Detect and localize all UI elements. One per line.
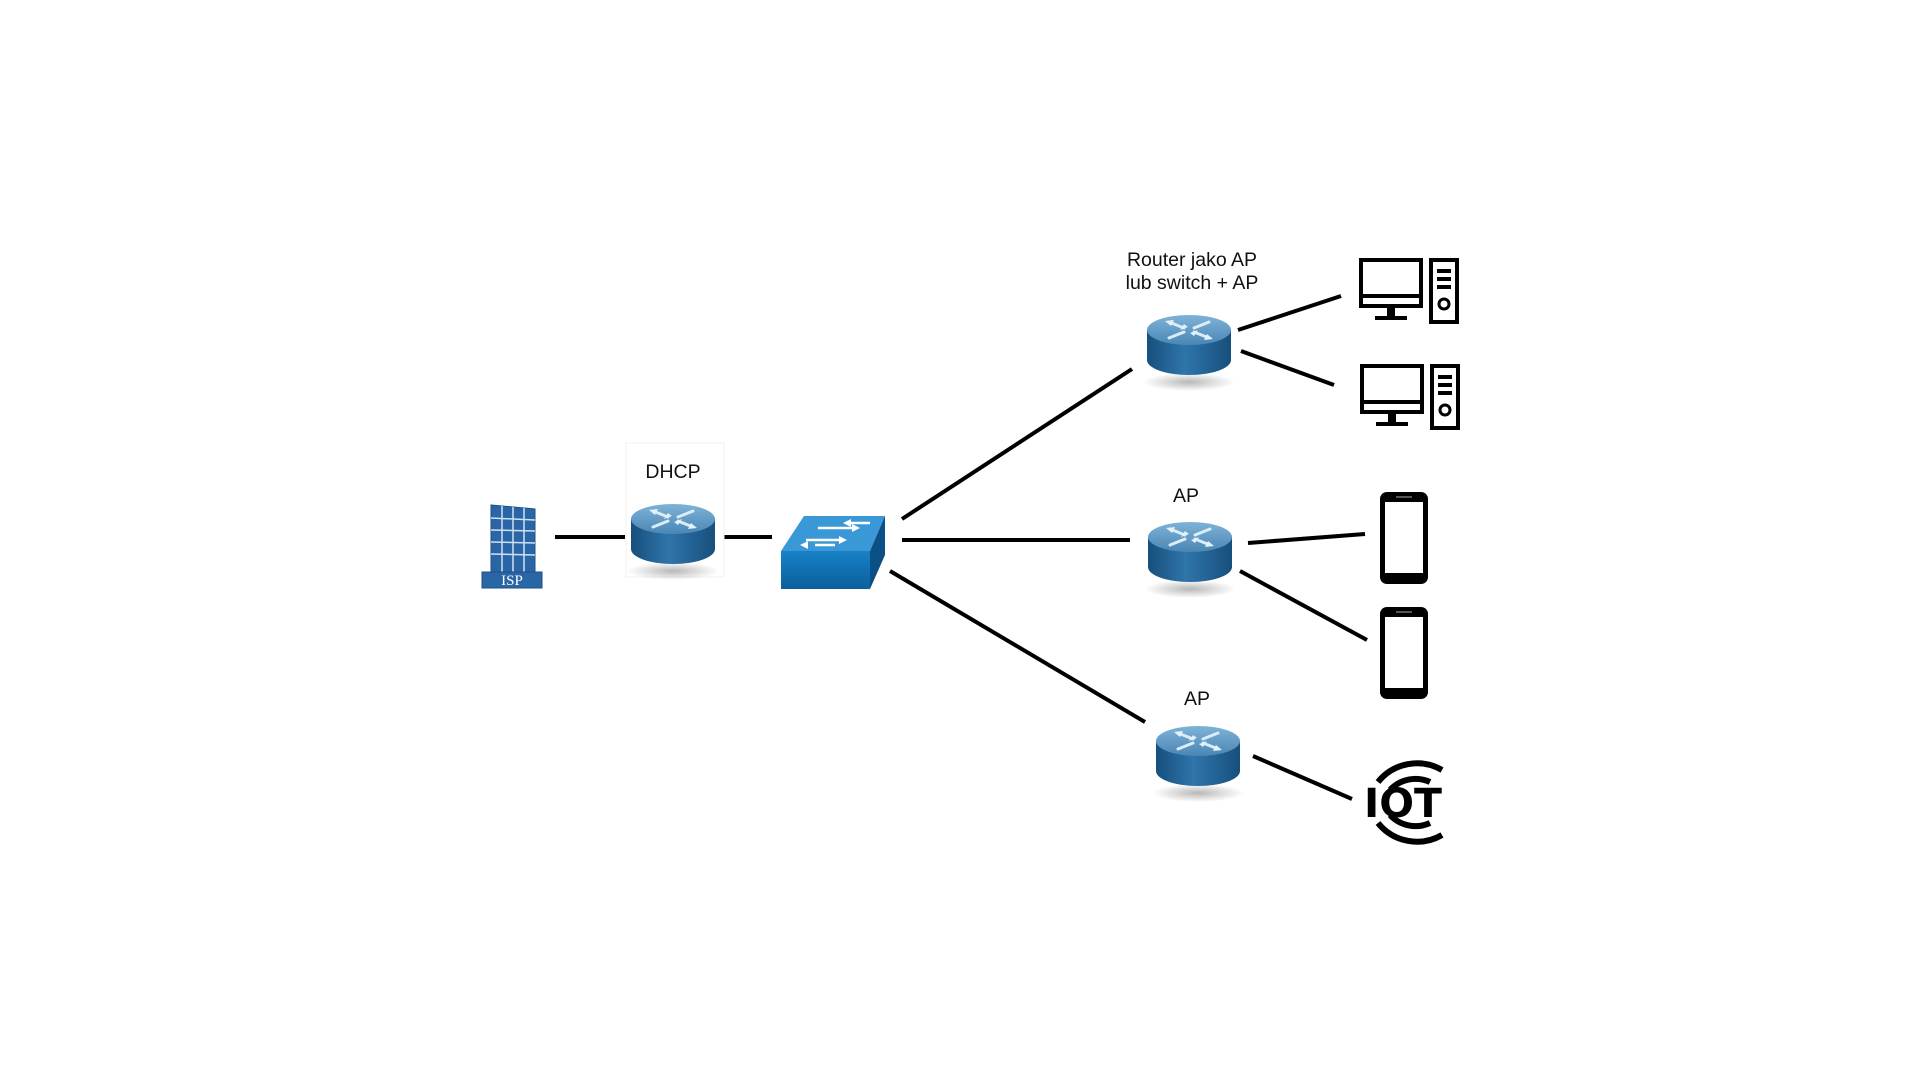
desktop-computer-icon xyxy=(1359,258,1459,324)
link-ap-iot xyxy=(1252,754,1353,801)
router-ap-node: Router jako AP lub switch + AP xyxy=(1126,249,1259,393)
router-icon xyxy=(625,502,721,582)
ap-iot-label: AP xyxy=(1184,688,1210,710)
isp-node: ISP xyxy=(481,504,543,589)
iot-icon: IOT xyxy=(1364,760,1444,845)
dhcp-label: DHCP xyxy=(645,461,700,483)
iot-label: IOT xyxy=(1364,781,1443,827)
link-ap-phone2 xyxy=(1239,569,1368,642)
router-icon xyxy=(1142,520,1238,600)
phone-1-node xyxy=(1380,492,1428,584)
smartphone-icon xyxy=(1380,607,1428,699)
router-ap-label-line2: lub switch + AP xyxy=(1126,272,1259,294)
router-ap-label-line1: Router jako AP xyxy=(1127,249,1257,271)
core-switch-node xyxy=(781,516,885,589)
links xyxy=(555,294,1368,801)
desktop-computer-icon xyxy=(1360,364,1460,430)
dhcp-router-node: DHCP xyxy=(625,442,725,582)
ap-mobile-label: AP xyxy=(1173,485,1199,507)
router-icon xyxy=(1141,313,1237,393)
ap-mobile-node: AP xyxy=(1142,485,1238,600)
ap-iot-node: AP xyxy=(1150,688,1246,804)
iot-device-node: IOT xyxy=(1364,760,1444,845)
link-ap-phone1 xyxy=(1247,532,1366,545)
router-icon xyxy=(1150,724,1246,804)
building-icon xyxy=(481,504,543,589)
smartphone-icon xyxy=(1380,492,1428,584)
pc-1-node xyxy=(1359,258,1459,324)
link-switch-router-ap xyxy=(900,367,1134,521)
pc-2-node xyxy=(1360,364,1460,430)
link-switch-ap-iot xyxy=(888,569,1147,724)
switch-icon xyxy=(781,516,885,589)
phone-2-node xyxy=(1380,607,1428,699)
isp-label: ISP xyxy=(501,573,523,589)
link-router-ap-pc2 xyxy=(1240,349,1335,387)
link-router-ap-pc1 xyxy=(1237,294,1342,332)
